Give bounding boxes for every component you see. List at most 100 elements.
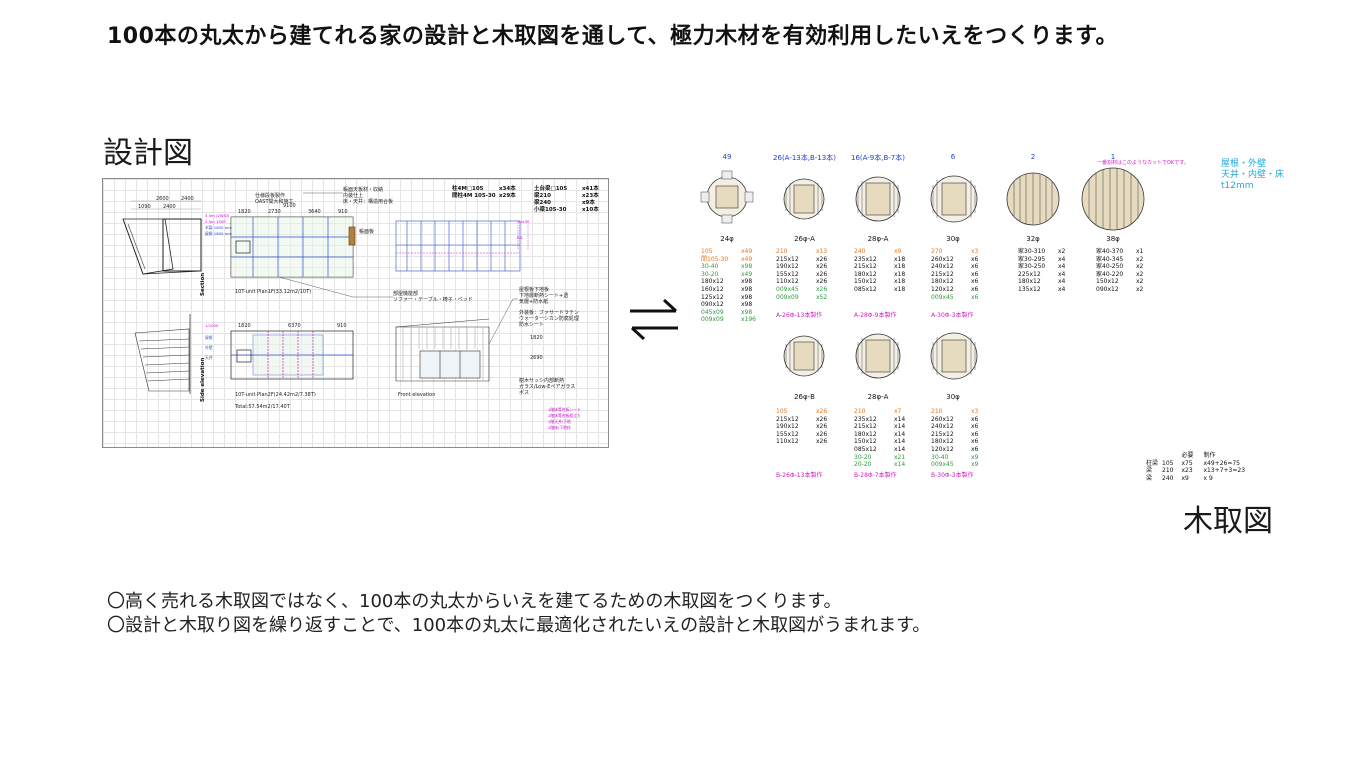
svg-text:3640: 3640 bbox=[308, 209, 321, 215]
material-note: 屋根・外壁 天井・内壁・床 t12mm bbox=[1221, 159, 1284, 192]
log-30b: 30φ bbox=[918, 322, 988, 406]
cut-size: 150x12 bbox=[854, 278, 877, 286]
cut-qty: x26 bbox=[816, 430, 828, 438]
log-26b: 26φ-B bbox=[772, 322, 837, 406]
svg-text:2階床等合板組立た: 2階床等合板組立た bbox=[548, 413, 581, 418]
svg-text:1820: 1820 bbox=[238, 323, 251, 329]
log-section-icon bbox=[930, 332, 978, 380]
total-area: Total:57.54m2/17.40T bbox=[234, 404, 291, 410]
log-count: 1 bbox=[1110, 153, 1116, 161]
log-32: 2 32φ bbox=[998, 153, 1068, 243]
cut-size: 105 bbox=[701, 248, 713, 255]
cut-qty: x14 bbox=[894, 415, 906, 423]
material-note-line-1: 屋根・外壁 bbox=[1221, 159, 1267, 169]
material-note-line-2: 天井・内壁・床 bbox=[1221, 170, 1285, 180]
svg-text:910: 910 bbox=[337, 323, 347, 329]
swap-arrows-icon bbox=[630, 298, 678, 341]
log-count: 2 bbox=[1030, 153, 1036, 161]
lumber-drawing-label: 木取図 bbox=[1183, 504, 1273, 539]
cut-qty: x2 bbox=[1136, 278, 1144, 286]
maker-a-26: A-26Φ-13本製作 bbox=[776, 312, 823, 319]
plan-2f-drawing bbox=[230, 330, 354, 380]
cut-qty: x2 bbox=[1136, 263, 1144, 271]
cut-size: 215x12 bbox=[854, 263, 877, 271]
cut-qty: x98 bbox=[741, 285, 753, 293]
cut-size: 30-20 bbox=[854, 453, 872, 461]
cut-qty: x18 bbox=[894, 263, 906, 271]
log-count: 16(A-9本,B-7本) bbox=[851, 154, 905, 162]
cut-size: 210 bbox=[776, 248, 788, 255]
maker-b-30: B-30Φ-3本製作 bbox=[931, 472, 974, 479]
description-line-1: 〇高く売れる木取図ではなく、100本の丸太からいえを建てるための木取図をつくりま… bbox=[107, 591, 842, 612]
cut-size: 085x12 bbox=[854, 285, 877, 293]
log-section-icon bbox=[1081, 167, 1145, 231]
log-26a: 26(A-13本,B-13本) 26φ-A bbox=[772, 153, 837, 243]
cut-row: 160x12 x98 bbox=[701, 286, 756, 294]
cut-qty: x18 bbox=[894, 285, 906, 293]
cut-size: 215x12 bbox=[931, 430, 954, 438]
cut-qty: x98 bbox=[741, 301, 753, 309]
summary-cell: 柱梁 bbox=[1146, 459, 1159, 467]
svg-text:2400: 2400 bbox=[181, 196, 194, 202]
cut-size: 270 bbox=[931, 248, 943, 255]
cut-qty: x9 bbox=[894, 248, 902, 255]
svg-text:屋根板下地板: 屋根板下地板 bbox=[519, 286, 549, 293]
cut-qty: x6 bbox=[971, 270, 979, 278]
summary-cell: x23 bbox=[1181, 467, 1193, 474]
cut-qty: x6 bbox=[971, 278, 979, 286]
cut-size: 家30-310 bbox=[1018, 248, 1046, 255]
design-drawing-label: 設計図 bbox=[103, 136, 193, 171]
svg-text:1820: 1820 bbox=[530, 335, 543, 341]
summary-header-cell bbox=[1162, 452, 1177, 460]
summary-cell: 梁 bbox=[1146, 474, 1153, 482]
wall-panel-drawing bbox=[395, 220, 521, 272]
cut-size: 240x12 bbox=[931, 263, 954, 271]
log-caption: 38φ bbox=[1106, 235, 1120, 243]
material-note-line-3: t12mm bbox=[1221, 181, 1254, 191]
svg-text:1階天井/下地: 1階天井/下地 bbox=[548, 419, 571, 424]
mat-right-2-qty: x9本 bbox=[582, 198, 595, 206]
cut-qty: x26 bbox=[816, 285, 828, 293]
svg-text:KD: KD bbox=[517, 235, 522, 240]
log-caption: 26φ-B bbox=[794, 393, 815, 401]
cut-size: 215x12 bbox=[776, 255, 799, 263]
cut-size: 160x12 bbox=[701, 285, 724, 293]
svg-text:外壁: 外壁 bbox=[205, 345, 213, 350]
log-caption: 30φ bbox=[946, 235, 960, 243]
svg-text:樹木サッシ内部断熱: 樹木サッシ内部断熱 bbox=[519, 377, 564, 384]
cut-size: 180x12 bbox=[931, 278, 954, 286]
cut-qty: x7 bbox=[894, 408, 902, 415]
cut-row: 215x12 x18 bbox=[854, 263, 905, 271]
log-24: 49 24φ bbox=[682, 153, 772, 243]
cut-size: 260x12 bbox=[931, 255, 954, 263]
side-elevation-label: Side elevation bbox=[200, 358, 206, 402]
cut-qty: x14 bbox=[894, 445, 906, 453]
cut-qty: x2 bbox=[1136, 270, 1144, 278]
side-elevation-drawing bbox=[134, 314, 191, 394]
cut-size: 家40-250 bbox=[1096, 263, 1124, 271]
cut-size: 180x12 bbox=[701, 278, 724, 286]
cut-qty: x2 bbox=[1136, 255, 1144, 263]
